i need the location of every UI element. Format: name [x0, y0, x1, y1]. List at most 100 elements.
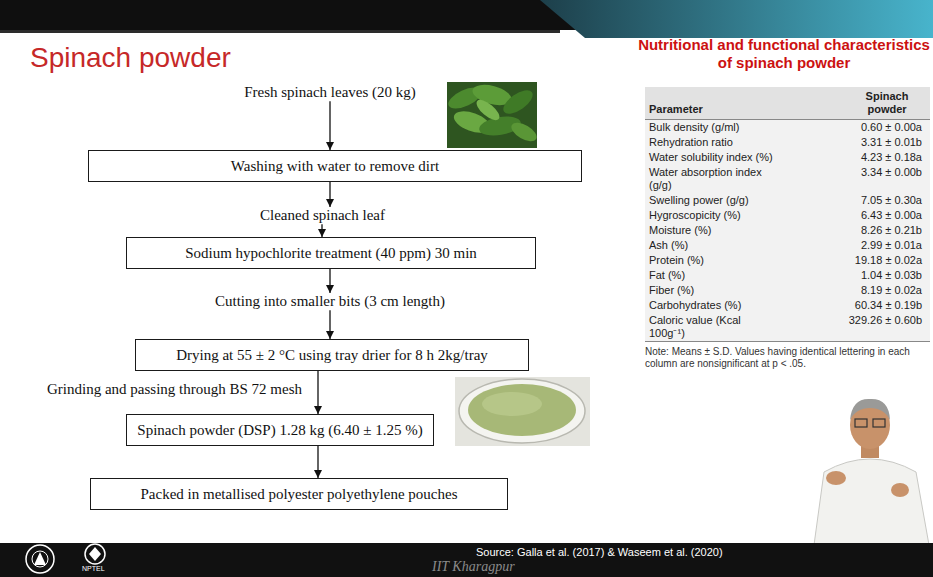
- table-cell: Water absorption index (g/g): [645, 165, 781, 193]
- table-cell: Swelling power (g/g): [645, 193, 781, 208]
- iit-logo: [26, 545, 54, 573]
- table-cell: 8.26 ± 0.21b: [781, 223, 930, 238]
- table-cell: Fat (%): [645, 268, 781, 283]
- parameter-value: 3.34 ± 0.00b: [861, 166, 922, 178]
- iit-logo: [32, 551, 48, 567]
- table-cell: 8.19 ± 0.02a: [781, 283, 930, 298]
- top-bar: [0, 0, 933, 38]
- top-shadow: [0, 30, 560, 33]
- logo-caption: NPTEL: [82, 565, 105, 572]
- parameter-name: Water absorption index (g/g): [649, 166, 762, 191]
- hand: [891, 483, 909, 497]
- hair: [850, 399, 890, 420]
- spinach-photo: [445, 81, 539, 148]
- table-cell: 0.60 ± 0.00a: [781, 120, 930, 136]
- table-cell: Hygroscopicity (%): [645, 208, 781, 223]
- top-accent: [540, 0, 933, 38]
- parameter-name: Fiber (%): [649, 284, 694, 296]
- parameter-value: 60.34 ± 0.19b: [855, 299, 922, 311]
- table-row: Caloric value (Kcal 100g⁻¹) 329.26 ± 0.60…: [645, 313, 930, 342]
- flow-arrow: [329, 269, 330, 293]
- leaf: [499, 86, 536, 119]
- powder-photo: [455, 377, 590, 446]
- step-label: Drying at 55 ± 2 °C using tray drier for…: [176, 346, 488, 364]
- table-header-cell: Parameter: [645, 87, 781, 120]
- table-cell: 2.99 ± 0.01a: [781, 238, 930, 253]
- step-text: Fresh spinach leaves (20 kg): [241, 84, 419, 101]
- column-header: Parameter: [649, 103, 703, 115]
- table-heading: Nutritional and functional characteristi…: [638, 36, 930, 72]
- parameter-name: Moisture (%): [649, 224, 711, 236]
- table-cell: 4.23 ± 0.18a: [781, 150, 930, 165]
- parameter-value: 4.23 ± 0.18a: [861, 151, 922, 163]
- table-header-row: Parameter Spinach powder: [645, 87, 930, 120]
- edge-label: Grinding and passing through BS 72 mesh: [45, 380, 304, 398]
- parameter-name: Swelling power (g/g): [649, 194, 749, 206]
- bottom-bar: [0, 543, 933, 577]
- table-cell: 6.43 ± 0.00a: [781, 208, 930, 223]
- leaf: [473, 96, 502, 123]
- table-row: Hygroscopicity (%) 6.43 ± 0.00a: [645, 208, 930, 223]
- table-cell: Carbohydrates (%): [645, 298, 781, 313]
- watermark: IIT Kharagpur: [432, 559, 515, 575]
- flow-arrow: [329, 310, 330, 339]
- table-row: Fat (%) 1.04 ± 0.03b: [645, 268, 930, 283]
- table-note: Note: Means ± S.D. Values having identic…: [645, 346, 930, 370]
- parameter-value: 2.99 ± 0.01a: [861, 239, 922, 251]
- parameter-value: 0.60 ± 0.00a: [861, 121, 922, 133]
- parameter-value: 3.31 ± 0.01b: [861, 136, 922, 148]
- parameter-value: 7.05 ± 0.30a: [861, 194, 922, 206]
- step-label: Sodium hypochlorite treatment (40 ppm) 3…: [185, 244, 477, 262]
- step-text: Cutting into smaller bits (3 cm length): [212, 293, 448, 310]
- parameter-value: 1.04 ± 0.03b: [861, 269, 922, 281]
- table-cell: 329.26 ± 0.60b: [781, 313, 930, 342]
- table-row: Carbohydrates (%) 60.34 ± 0.19b: [645, 298, 930, 313]
- flow-arrow: [317, 446, 318, 478]
- parameter-name: Ash (%): [649, 239, 688, 251]
- leaf: [508, 119, 539, 145]
- parameter-value: 329.26 ± 0.60b: [849, 314, 922, 326]
- table-cell: 19.18 ± 0.02a: [781, 253, 930, 268]
- step-label: Packed in metallised polyester polyethyl…: [141, 485, 458, 503]
- source-citation: Source: Galla et al. (2017) & Waseem et …: [476, 546, 723, 558]
- table-body: Parameter Spinach powderBulk density (g/m…: [645, 87, 930, 342]
- table-grid: Parameter Spinach powderBulk density (g/m…: [645, 87, 930, 342]
- parameter-name: Caloric value (Kcal 100g⁻¹): [649, 314, 741, 339]
- bottom-band: [0, 543, 933, 577]
- step-label: Cleaned spinach leaf: [260, 207, 385, 224]
- table-row: Water absorption index (g/g) 3.34 ± 0.00b: [645, 165, 930, 193]
- powder: [468, 384, 576, 436]
- parameter-name: Protein (%): [649, 254, 704, 266]
- table-cell: 1.04 ± 0.03b: [781, 268, 930, 283]
- flow-arrow: [329, 101, 330, 150]
- powder-highlight: [482, 392, 542, 416]
- glasses: [873, 419, 885, 427]
- table-cell: 7.05 ± 0.30a: [781, 193, 930, 208]
- dish: [459, 379, 585, 443]
- parameter-name: Fat (%): [649, 269, 685, 281]
- table-row: Rehydration ratio 3.31 ± 0.01b: [645, 135, 930, 150]
- table-cell: 60.34 ± 0.19b: [781, 298, 930, 313]
- table-row: Bulk density (g/ml)0.60 ± 0.00a: [645, 120, 930, 136]
- table-cell: Ash (%): [645, 238, 781, 253]
- step-text: Cleaned spinach leaf: [257, 207, 388, 224]
- column-header: Spinach powder: [852, 90, 922, 116]
- step-label: Fresh spinach leaves (20 kg): [244, 84, 416, 101]
- flow-arrow: [317, 371, 318, 414]
- nptel-logo: [89, 547, 101, 561]
- process-box: Drying at 55 ± 2 °C using tray drier for…: [135, 339, 529, 371]
- table-cell: Fiber (%): [645, 283, 781, 298]
- speaker: [814, 399, 929, 545]
- table-cell: 3.31 ± 0.01b: [781, 135, 930, 150]
- parameter-name: Carbohydrates (%): [649, 299, 741, 311]
- process-box: Packed in metallised polyester polyethyl…: [90, 478, 508, 510]
- table-row: Moisture (%) 8.26 ± 0.21b: [645, 223, 930, 238]
- table-cell: Caloric value (Kcal 100g⁻¹): [645, 313, 781, 342]
- parameter-value: 6.43 ± 0.00a: [861, 209, 922, 221]
- parameter-name: Water solubility index (%): [649, 151, 773, 163]
- parameter-value: 8.26 ± 0.21b: [861, 224, 922, 236]
- parameter-name: Rehydration ratio: [649, 136, 733, 148]
- step-label: Washing with water to remove dirt: [231, 157, 439, 175]
- flow-arrow: [329, 182, 330, 207]
